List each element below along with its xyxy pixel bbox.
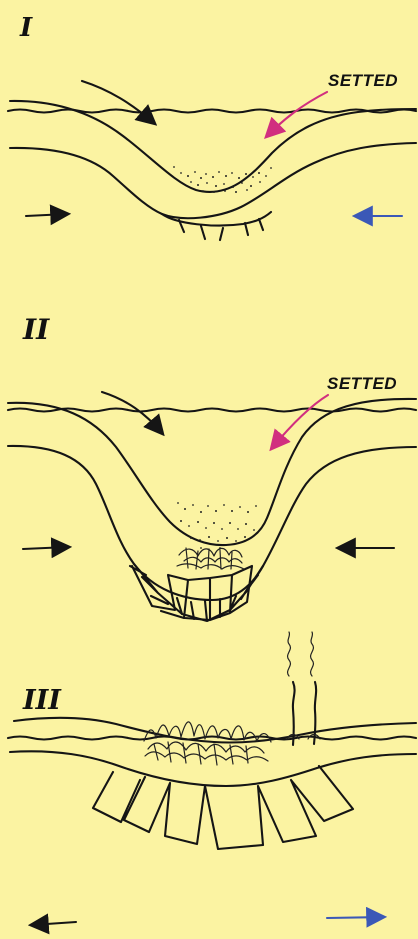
panel-ii-upper-basin-curve <box>8 399 416 545</box>
panel-i-upper-basin-curve <box>10 101 416 192</box>
panel-iii-volcanic-vent-left <box>293 682 295 745</box>
panel-iii-smoke-right <box>311 632 314 676</box>
panel-iii-numeral: III <box>22 685 62 716</box>
panel-i-left-compression-arrow <box>26 214 67 216</box>
panel-i-numeral: I <box>19 13 33 43</box>
panel-iii-water-surface <box>8 737 416 740</box>
panel-ii-settled-label: SETTED <box>327 374 397 393</box>
panel-ii-rubble-cluster <box>177 548 244 569</box>
panel-ii-left-flow-arrow <box>102 392 162 433</box>
panel-iii-block-outlines <box>93 766 353 849</box>
panel-ii: II SETTED <box>8 313 416 621</box>
panel-i: I SETTED <box>8 13 416 240</box>
panel-iii-folded-sediment-mid <box>145 742 268 761</box>
panel-i-right-flow-arrow <box>267 92 327 136</box>
panel-i-settled-label: SETTED <box>328 71 398 90</box>
panel-i-sediment-dots <box>173 166 272 193</box>
panel-ii-fragmented-basement <box>130 564 263 621</box>
panel-iii-left-extension-arrow <box>32 922 76 925</box>
panel-iii-folded-sediment-top <box>144 722 271 742</box>
panel-ii-numeral: II <box>22 313 50 346</box>
panel-iii-lower-crust-line <box>10 751 416 786</box>
panel-iii-smoke-left <box>288 632 291 676</box>
panel-ii-left-compression-arrow <box>23 547 68 549</box>
panel-iii: III <box>8 632 416 925</box>
panel-iii-right-extension-arrow <box>327 917 383 918</box>
panel-iii-upper-crust-line <box>14 718 416 743</box>
panel-i-lower-basin-curve <box>10 143 416 218</box>
